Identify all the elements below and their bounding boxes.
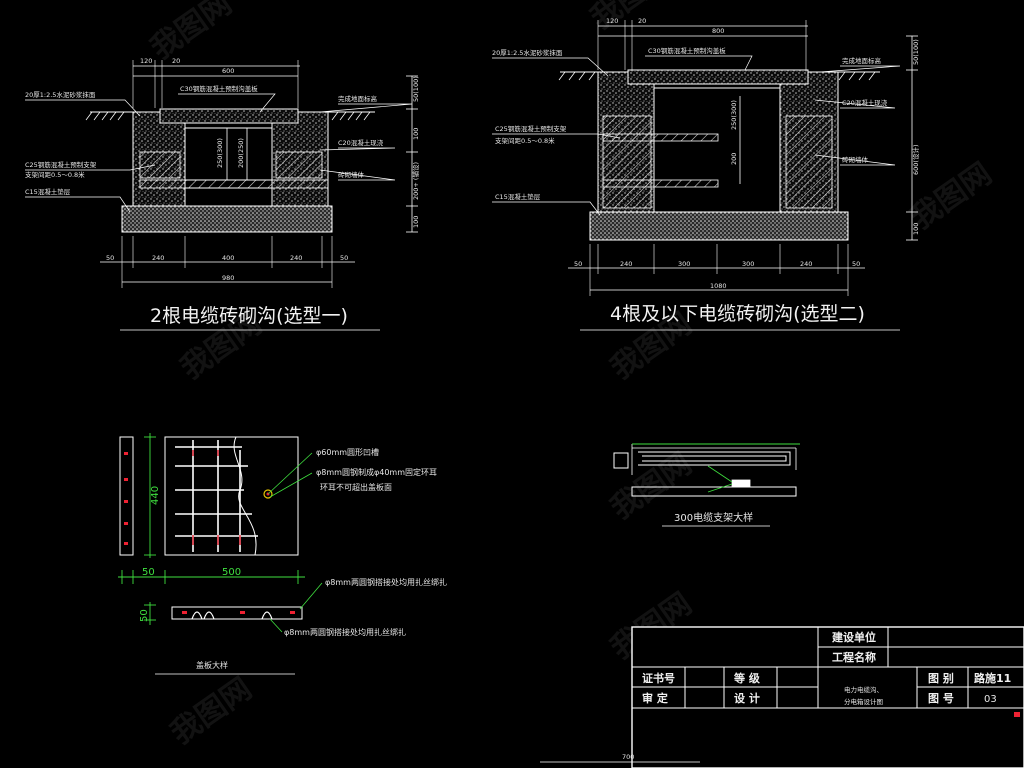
- s2-inner-dim-a: 250(300): [730, 100, 738, 130]
- tb-build-unit: 建设单位: [832, 630, 876, 644]
- s1-label-cover: C30钢筋混凝土预制沟盖板: [180, 84, 258, 93]
- s2-dim-d4: 300: [742, 260, 754, 268]
- cover-note-1: φ60mm圆形凹槽: [316, 447, 379, 457]
- cover-height: 440: [150, 486, 161, 505]
- s2-dim-v1: 50(100): [912, 39, 920, 65]
- bracket-detail-title: 300电缆支架大样: [674, 511, 753, 524]
- cover-side-width: 50: [142, 567, 155, 578]
- bottom-dim-value: 700: [622, 753, 634, 761]
- s1-dim-d4: 240: [290, 254, 302, 262]
- s2-label-bracket: C25钢筋混凝土预制支架: [495, 124, 567, 133]
- s1-label-cushion: C15混凝土垫层: [25, 187, 71, 196]
- s1-dim-v2: 100: [412, 128, 420, 140]
- s1-inner-dim-a: 250(300): [216, 138, 224, 168]
- s2-dim-v2: 600(设计): [911, 145, 920, 175]
- s2-dim-d6: 50: [852, 260, 860, 268]
- s1-label-ground: 完成地面标高: [338, 94, 378, 103]
- cover-side-height: 50: [139, 609, 150, 622]
- cover-note-4: φ8mm两圆钢搭接处均用扎丝绑扎: [325, 577, 447, 587]
- tb-cert-no: 证书号: [642, 671, 675, 685]
- s1-dim-d1: 50: [106, 254, 114, 262]
- s1-inner-dim-b: 200(250): [237, 138, 245, 168]
- s1-dim-top-gap: 20: [172, 57, 180, 65]
- s2-label-ground: 完成地面标高: [842, 56, 882, 65]
- s1-dim-v1: 50(100): [412, 76, 420, 102]
- s2-label-mortar: 20厚1:2.5水泥砂浆抹面: [492, 48, 563, 57]
- s2-dim-top-wall: 120: [606, 17, 618, 25]
- s1-dim-total: 980: [222, 274, 234, 282]
- s2-dim-d5: 240: [800, 260, 812, 268]
- title-block: 建设单位 工程名称 证书号 等 级 审 定 设 计 电力电缆沟、 分电箱设计图 …: [631, 626, 1024, 768]
- s1-dim-v4: 100: [412, 216, 420, 228]
- s2-label-beam: C20混凝土现浇: [842, 98, 888, 107]
- tb-grade: 等 级: [733, 671, 761, 685]
- section1-trench-drawing: 250(300) 200(250) 120 20 600 50(100) 100…: [25, 57, 420, 288]
- marker-icon: [1014, 712, 1020, 717]
- s2-dim-top-gap: 20: [638, 17, 646, 25]
- cover-note-5: φ8mm两圆钢搭接处均用扎丝绑扎: [284, 627, 406, 637]
- tb-number-value: 03: [984, 694, 997, 705]
- s1-dim-top-width: 600: [222, 67, 234, 75]
- tb-drawing-name-1: 电力电缆沟、: [844, 685, 883, 694]
- cover-width: 500: [222, 567, 241, 578]
- cover-detail-title: 盖板大样: [196, 660, 228, 670]
- s2-dim-total: 1080: [710, 282, 727, 290]
- s1-dim-d2: 240: [152, 254, 164, 262]
- tb-number-label: 图 号: [928, 692, 954, 705]
- svg-text:我图网: 我图网: [585, 0, 679, 37]
- s1-label-mortar: 20厚1:2.5水泥砂浆抹面: [25, 90, 96, 99]
- tb-category-value: 路施11: [974, 671, 1011, 685]
- cover-note-2: φ8mm圆钢制成φ40mm固定环耳: [316, 467, 437, 477]
- s2-title: 4根及以下电缆砖砌沟(选型二): [610, 303, 865, 325]
- s1-title: 2根电缆砖砌沟(选型一): [150, 305, 348, 327]
- bracket-detail: [613, 443, 800, 497]
- s1-dim-d3: 400: [222, 254, 234, 262]
- tb-project-name: 工程名称: [832, 650, 876, 664]
- s1-dim-v3: 200+ (铺设): [411, 162, 420, 200]
- svg-text:我图网: 我图网: [145, 0, 239, 67]
- s2-label-brick: 砖砌墙体: [842, 155, 869, 164]
- s2-label-cover: C30钢筋混凝土预制沟盖板: [648, 46, 726, 55]
- cover-plate-detail: 440 50 500 50 φ60mm圆形凹槽 φ8mm圆钢制成φ40mm固定环…: [118, 433, 447, 637]
- tb-category-label: 图 别: [928, 671, 954, 685]
- section2-trench-drawing: 250(300) 200 120 20 800 50(100) 600(设计) …: [492, 17, 920, 296]
- svg-text:我图网: 我图网: [165, 671, 259, 751]
- s2-dim-d2: 240: [620, 260, 632, 268]
- s2-label-bracket-spacing: 支架间距0.5～0.8米: [495, 136, 555, 145]
- s2-dim-d1: 50: [574, 260, 582, 268]
- tb-design: 设 计: [734, 691, 760, 705]
- s1-dim-d5: 50: [340, 254, 348, 262]
- s1-dim-top-wall: 120: [140, 57, 152, 65]
- s2-dim-v3: 100: [912, 223, 920, 235]
- cover-note-3: 环耳不可超出盖板面: [320, 482, 392, 492]
- bottom-dimension: 700: [540, 753, 700, 763]
- tb-review: 审 定: [642, 691, 668, 705]
- s2-dim-top-width: 800: [712, 27, 724, 35]
- s1-label-beam: C20混凝土现浇: [338, 138, 384, 147]
- s2-label-cushion: C15混凝土垫层: [495, 192, 541, 201]
- s2-inner-dim-b: 200: [730, 153, 738, 165]
- s2-dim-d3: 300: [678, 260, 690, 268]
- s1-label-brick: 砖砌墙体: [338, 170, 365, 179]
- s1-label-bracket: C25钢筋混凝土预制支架: [25, 160, 97, 169]
- s1-label-bracket-spacing: 支架间距0.5～0.8米: [25, 170, 85, 179]
- tb-drawing-name-2: 分电箱设计图: [844, 697, 883, 706]
